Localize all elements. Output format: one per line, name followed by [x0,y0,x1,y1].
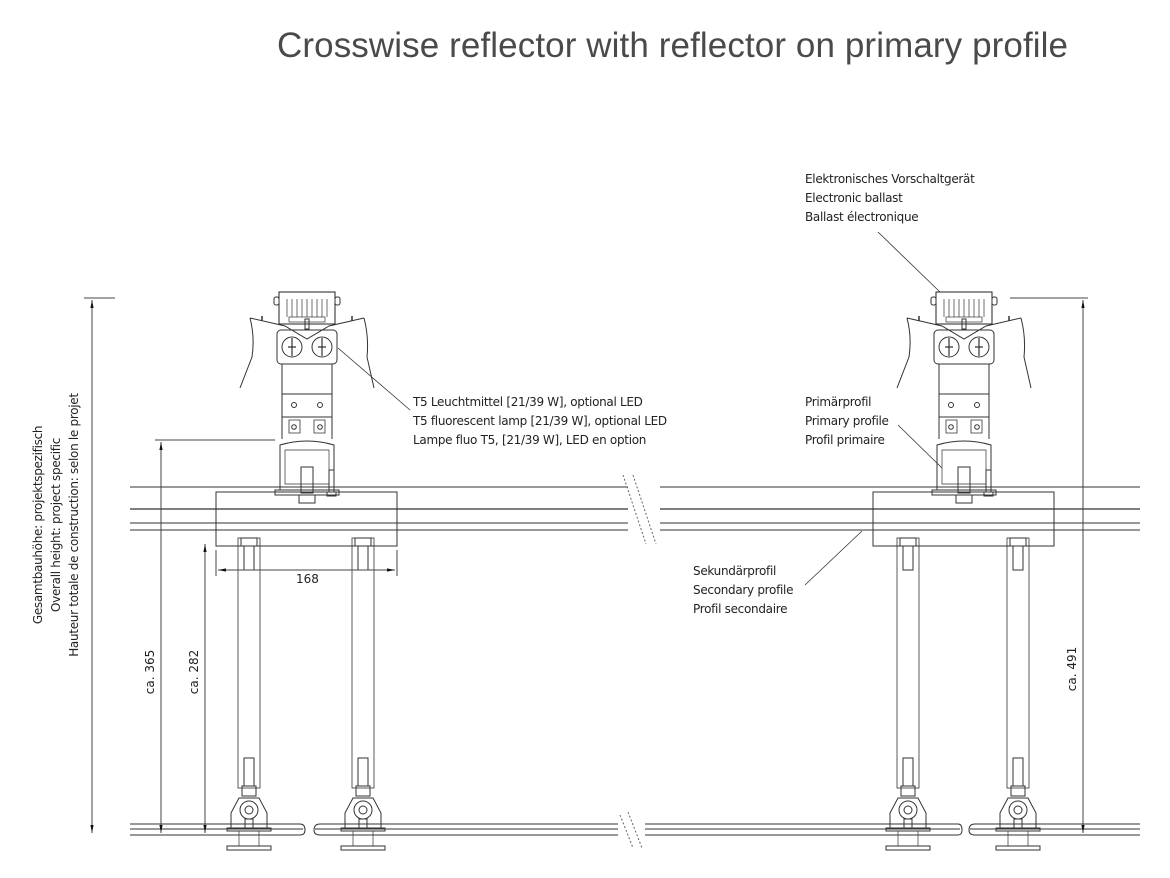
secondary-profile-right [872,491,1055,547]
hanger-4 [995,537,1041,851]
dimension-168 [215,550,398,576]
label-secondary-profile: Sekundärprofil Secondary profile Profil … [693,562,793,619]
luminaire-right [896,291,1032,504]
luminaire-left [239,291,375,504]
bottom-rails [130,823,1140,836]
dimension-365 [155,439,275,833]
label-lamp-en: T5 fluorescent lamp [21/39 W], optional … [413,414,667,428]
dimension-label-365: ca. 365 [143,649,158,695]
label-overall-fr: Hauteur totale de construction: selon le… [67,393,81,657]
label-secondary-fr: Profil secondaire [693,602,788,616]
dimension-label-168: 168 [296,572,319,586]
label-ballast: Elektronisches Vorschaltgerät Electronic… [805,170,975,227]
dimension-overall-left [84,297,115,833]
label-overall-de: Gesamtbauhöhe: projektspezifisch [31,425,45,625]
label-primary-fr: Profil primaire [805,433,885,447]
dimension-label-491: ca. 491 [1065,646,1080,692]
diagram-title: Crosswise reflector with reflector on pr… [277,26,1069,65]
leader-lines [337,231,943,586]
label-overall-en: Overall height: project specific [49,437,63,613]
label-primary-de: Primärprofil [805,395,872,409]
dimension-label-282: ca. 282 [187,649,202,695]
hanger-3 [885,537,931,851]
label-secondary-en: Secondary profile [693,583,794,597]
primary-profile-rail [130,486,1140,531]
break-symbol [619,474,657,849]
secondary-profile-left [215,491,398,547]
label-secondary-de: Sekundärprofil [693,564,777,578]
label-ballast-en: Electronic ballast [805,191,903,205]
label-ballast-fr: Ballast électronique [805,210,919,224]
label-lamp: T5 Leuchtmittel [21/39 W], optional LED … [413,393,667,450]
label-primary-profile: Primärprofil Primary profile Profil prim… [805,393,889,450]
hanger-1 [226,537,272,851]
label-ballast-de: Elektronisches Vorschaltgerät [805,172,975,186]
dimension-491 [1010,297,1088,833]
label-lamp-de: T5 Leuchtmittel [21/39 W], optional LED [413,395,643,409]
label-overall-height: Gesamtbauhöhe: projektspezifisch Overall… [29,393,83,657]
label-lamp-fr: Lampe fluo T5, [21/39 W], LED en option [413,433,647,447]
hanger-2 [340,537,386,851]
label-primary-en: Primary profile [805,414,889,428]
